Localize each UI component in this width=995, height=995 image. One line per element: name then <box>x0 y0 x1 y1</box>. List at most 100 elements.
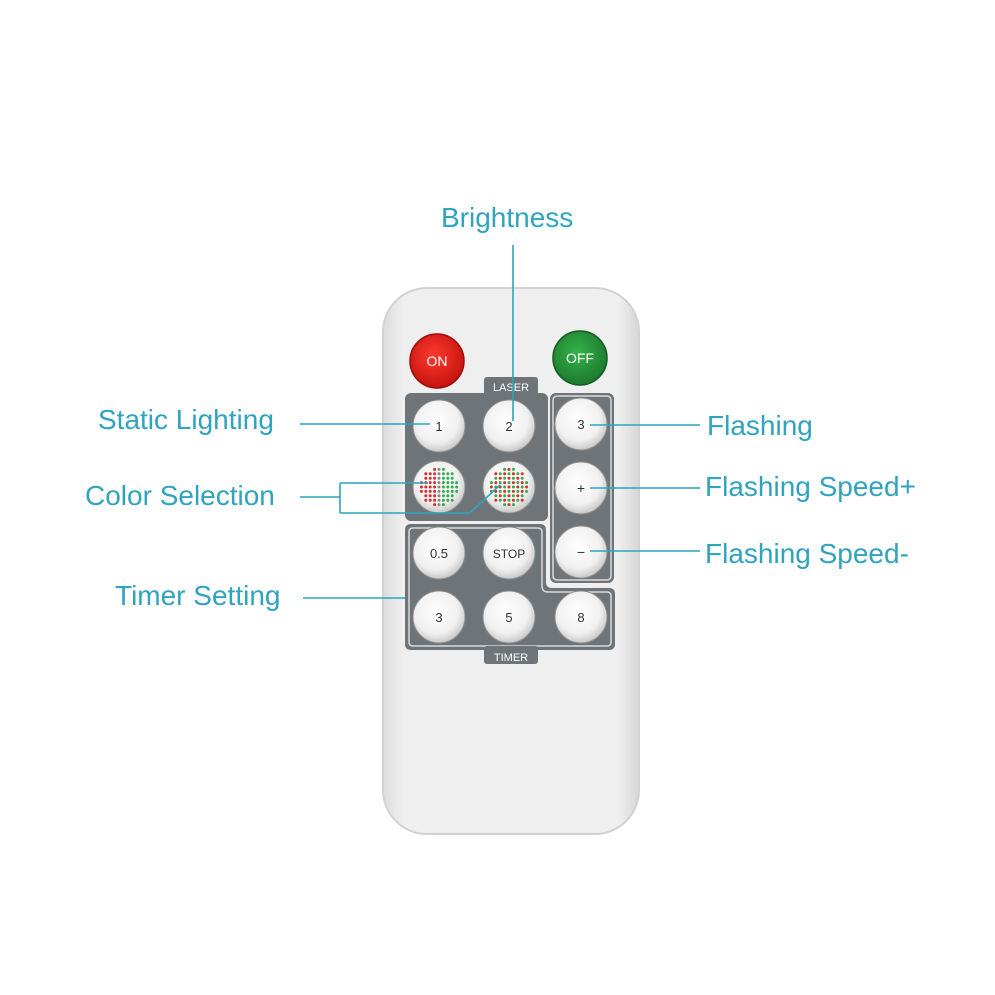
led-dot <box>441 485 445 489</box>
timer-button-5[interactable]: 5 <box>482 590 536 644</box>
led-dot <box>455 485 459 489</box>
led-dot <box>511 485 515 489</box>
led-dot <box>437 467 441 471</box>
led-dot <box>424 489 428 493</box>
led-dot <box>516 485 520 489</box>
led-dot <box>433 476 437 480</box>
led-dot <box>441 498 445 502</box>
led-dot <box>516 498 520 502</box>
led-dot <box>428 489 432 493</box>
led-dot <box>428 498 432 502</box>
led-dot <box>433 472 437 476</box>
on-button[interactable]: ON <box>409 333 465 389</box>
led-dot <box>498 498 502 502</box>
led-dot <box>520 476 524 480</box>
led-dot <box>516 481 520 485</box>
led-dot <box>516 494 520 498</box>
led-dot <box>428 476 432 480</box>
led-dot <box>428 472 432 476</box>
led-dot <box>455 481 459 485</box>
led-dot <box>516 489 520 493</box>
led-dot <box>507 494 511 498</box>
brightness-callout: Brightness <box>441 202 574 233</box>
led-dot <box>503 498 507 502</box>
timer-button-5-label: 5 <box>505 610 512 625</box>
flash-speed-minus-label: − <box>577 544 585 560</box>
led-dot <box>437 472 441 476</box>
static-lighting-callout: Static Lighting <box>98 404 274 435</box>
led-dot <box>441 467 445 471</box>
led-dot <box>511 489 515 493</box>
led-dot <box>503 494 507 498</box>
timer-title-tab <box>484 646 538 664</box>
led-dot <box>437 485 441 489</box>
led-dot <box>424 485 428 489</box>
led-dot <box>503 481 507 485</box>
led-dot <box>498 481 502 485</box>
led-dot <box>507 498 511 502</box>
led-dot <box>511 494 515 498</box>
led-dot <box>503 472 507 476</box>
led-dot <box>450 481 454 485</box>
off-button-label: OFF <box>566 350 594 366</box>
led-dot <box>503 503 507 507</box>
led-dot <box>437 481 441 485</box>
color-selection-callout: Color Selection <box>85 480 275 511</box>
led-dot <box>446 489 450 493</box>
led-dot <box>450 472 454 476</box>
led-dot <box>507 485 511 489</box>
laser-button-1-label: 1 <box>435 419 442 434</box>
led-dot <box>455 489 459 493</box>
led-dot <box>446 472 450 476</box>
led-dot <box>520 481 524 485</box>
timer-button-3[interactable]: 3 <box>412 590 466 644</box>
led-dot <box>498 472 502 476</box>
led-dot <box>503 467 507 471</box>
led-dot <box>437 476 441 480</box>
laser-title-tab <box>484 377 538 395</box>
led-dot <box>450 476 454 480</box>
led-dot <box>424 472 428 476</box>
timer-button-0-5[interactable]: 0.5 <box>412 526 466 580</box>
led-dot <box>494 481 498 485</box>
led-dot <box>494 472 498 476</box>
led-dot <box>437 498 441 502</box>
off-button[interactable]: OFF <box>552 330 608 386</box>
led-dot <box>494 476 498 480</box>
flash-speed-plus-label: + <box>577 480 585 496</box>
timer-setting-callout: Timer Setting <box>115 580 281 611</box>
led-dot <box>503 485 507 489</box>
laser-button-3[interactable]: 3 <box>554 397 608 451</box>
led-dot <box>437 494 441 498</box>
timer-button-8[interactable]: 8 <box>554 590 608 644</box>
on-button-label: ON <box>427 353 448 369</box>
led-dot <box>446 476 450 480</box>
led-dot <box>507 481 511 485</box>
flash-speed-minus-button[interactable]: − <box>554 525 608 579</box>
led-dot <box>489 485 493 489</box>
flashing-speed-minus-callout: Flashing Speed- <box>705 538 909 569</box>
flashing-callout: Flashing <box>707 410 813 441</box>
led-dot <box>450 498 454 502</box>
laser-button-1[interactable]: 1 <box>412 399 466 453</box>
timer-title: TIMER <box>494 652 528 664</box>
led-dot <box>520 485 524 489</box>
mixed-dots-icon <box>489 467 529 507</box>
timer-stop-button[interactable]: STOP <box>482 526 536 580</box>
led-dot <box>441 489 445 493</box>
led-dot <box>424 476 428 480</box>
color-selection-leader-line <box>300 482 501 514</box>
led-dot <box>525 481 529 485</box>
led-dot <box>428 494 432 498</box>
led-dot <box>507 476 511 480</box>
color-button-mixed[interactable] <box>482 460 536 514</box>
led-dot <box>507 467 511 471</box>
led-dot <box>520 489 524 493</box>
laser-button-2[interactable]: 2 <box>482 399 536 453</box>
led-dot <box>441 503 445 507</box>
led-dot <box>525 485 529 489</box>
color-button-red-green[interactable] <box>412 460 466 514</box>
led-dot <box>424 494 428 498</box>
led-dot <box>503 476 507 480</box>
led-dot <box>428 485 432 489</box>
